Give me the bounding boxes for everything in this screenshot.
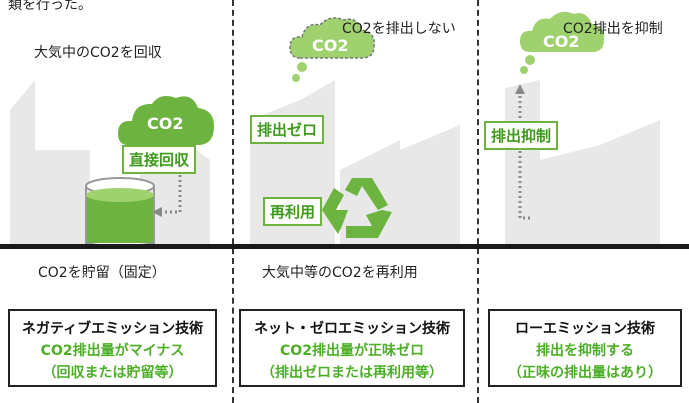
co2-cloud-2 — [289, 17, 375, 82]
box2-line1: CO2排出量が正味ゼロ — [280, 343, 424, 359]
ground-line — [0, 244, 689, 249]
cloud2-label: CO2 — [312, 36, 349, 55]
box1-title: ネガティブエミッション技術 — [21, 321, 204, 337]
suppression-path — [518, 92, 530, 220]
cloud3-label: CO2 — [543, 32, 580, 51]
panel1-ground-label: CO2を貯留（固定） — [38, 265, 166, 281]
box2-title: ネット・ゼロエミッション技術 — [254, 321, 450, 337]
panel3-heading: CO2排出を抑制 — [563, 21, 663, 37]
co2-cloud-3 — [520, 11, 605, 74]
panel1-heading: 大気中のCO2を回収 — [34, 45, 162, 61]
zero-emission-tag: 排出ゼロ — [250, 115, 325, 144]
box3-line1: 排出を抑制する — [536, 343, 634, 359]
direct-capture-tag: 直接回収 — [122, 145, 197, 174]
box3-title: ローエミッション技術 — [515, 321, 655, 337]
reuse-tag: 再利用 — [263, 197, 323, 226]
top-text-fragment: 類を行った。 — [8, 0, 92, 13]
capture-path — [160, 140, 182, 214]
suppression-tag: 排出抑制 — [484, 121, 559, 150]
panel-divider-2 — [477, 0, 479, 403]
net-zero-emission-box: ネット・ゼロエミッション技術 CO2排出量が正味ゼロ （排出ゼロまたは再利用等） — [239, 309, 465, 387]
factory-silhouette-3 — [505, 80, 660, 244]
box1-line2: （回収または貯留等） — [42, 365, 183, 381]
box1-line1: CO2排出量がマイナス — [40, 343, 185, 359]
box3-line2: （正味の排出量はあり） — [508, 365, 662, 381]
co2-cloud-1 — [118, 96, 214, 145]
low-emission-box: ローエミッション技術 排出を抑制する （正味の排出量はあり） — [488, 309, 682, 387]
negative-emission-box: ネガティブエミッション技術 CO2排出量がマイナス （回収または貯留等） — [8, 309, 217, 387]
panel2-heading: CO2を排出しない — [342, 21, 456, 37]
cloud1-label: CO2 — [147, 114, 184, 133]
box2-line2: （排出ゼロまたは再利用等） — [261, 365, 443, 381]
storage-tank — [85, 177, 155, 248]
recycle-icon — [322, 178, 392, 238]
panel-divider-1 — [232, 0, 234, 403]
panel2-ground-label: 大気中等のCO2を再利用 — [262, 265, 418, 281]
